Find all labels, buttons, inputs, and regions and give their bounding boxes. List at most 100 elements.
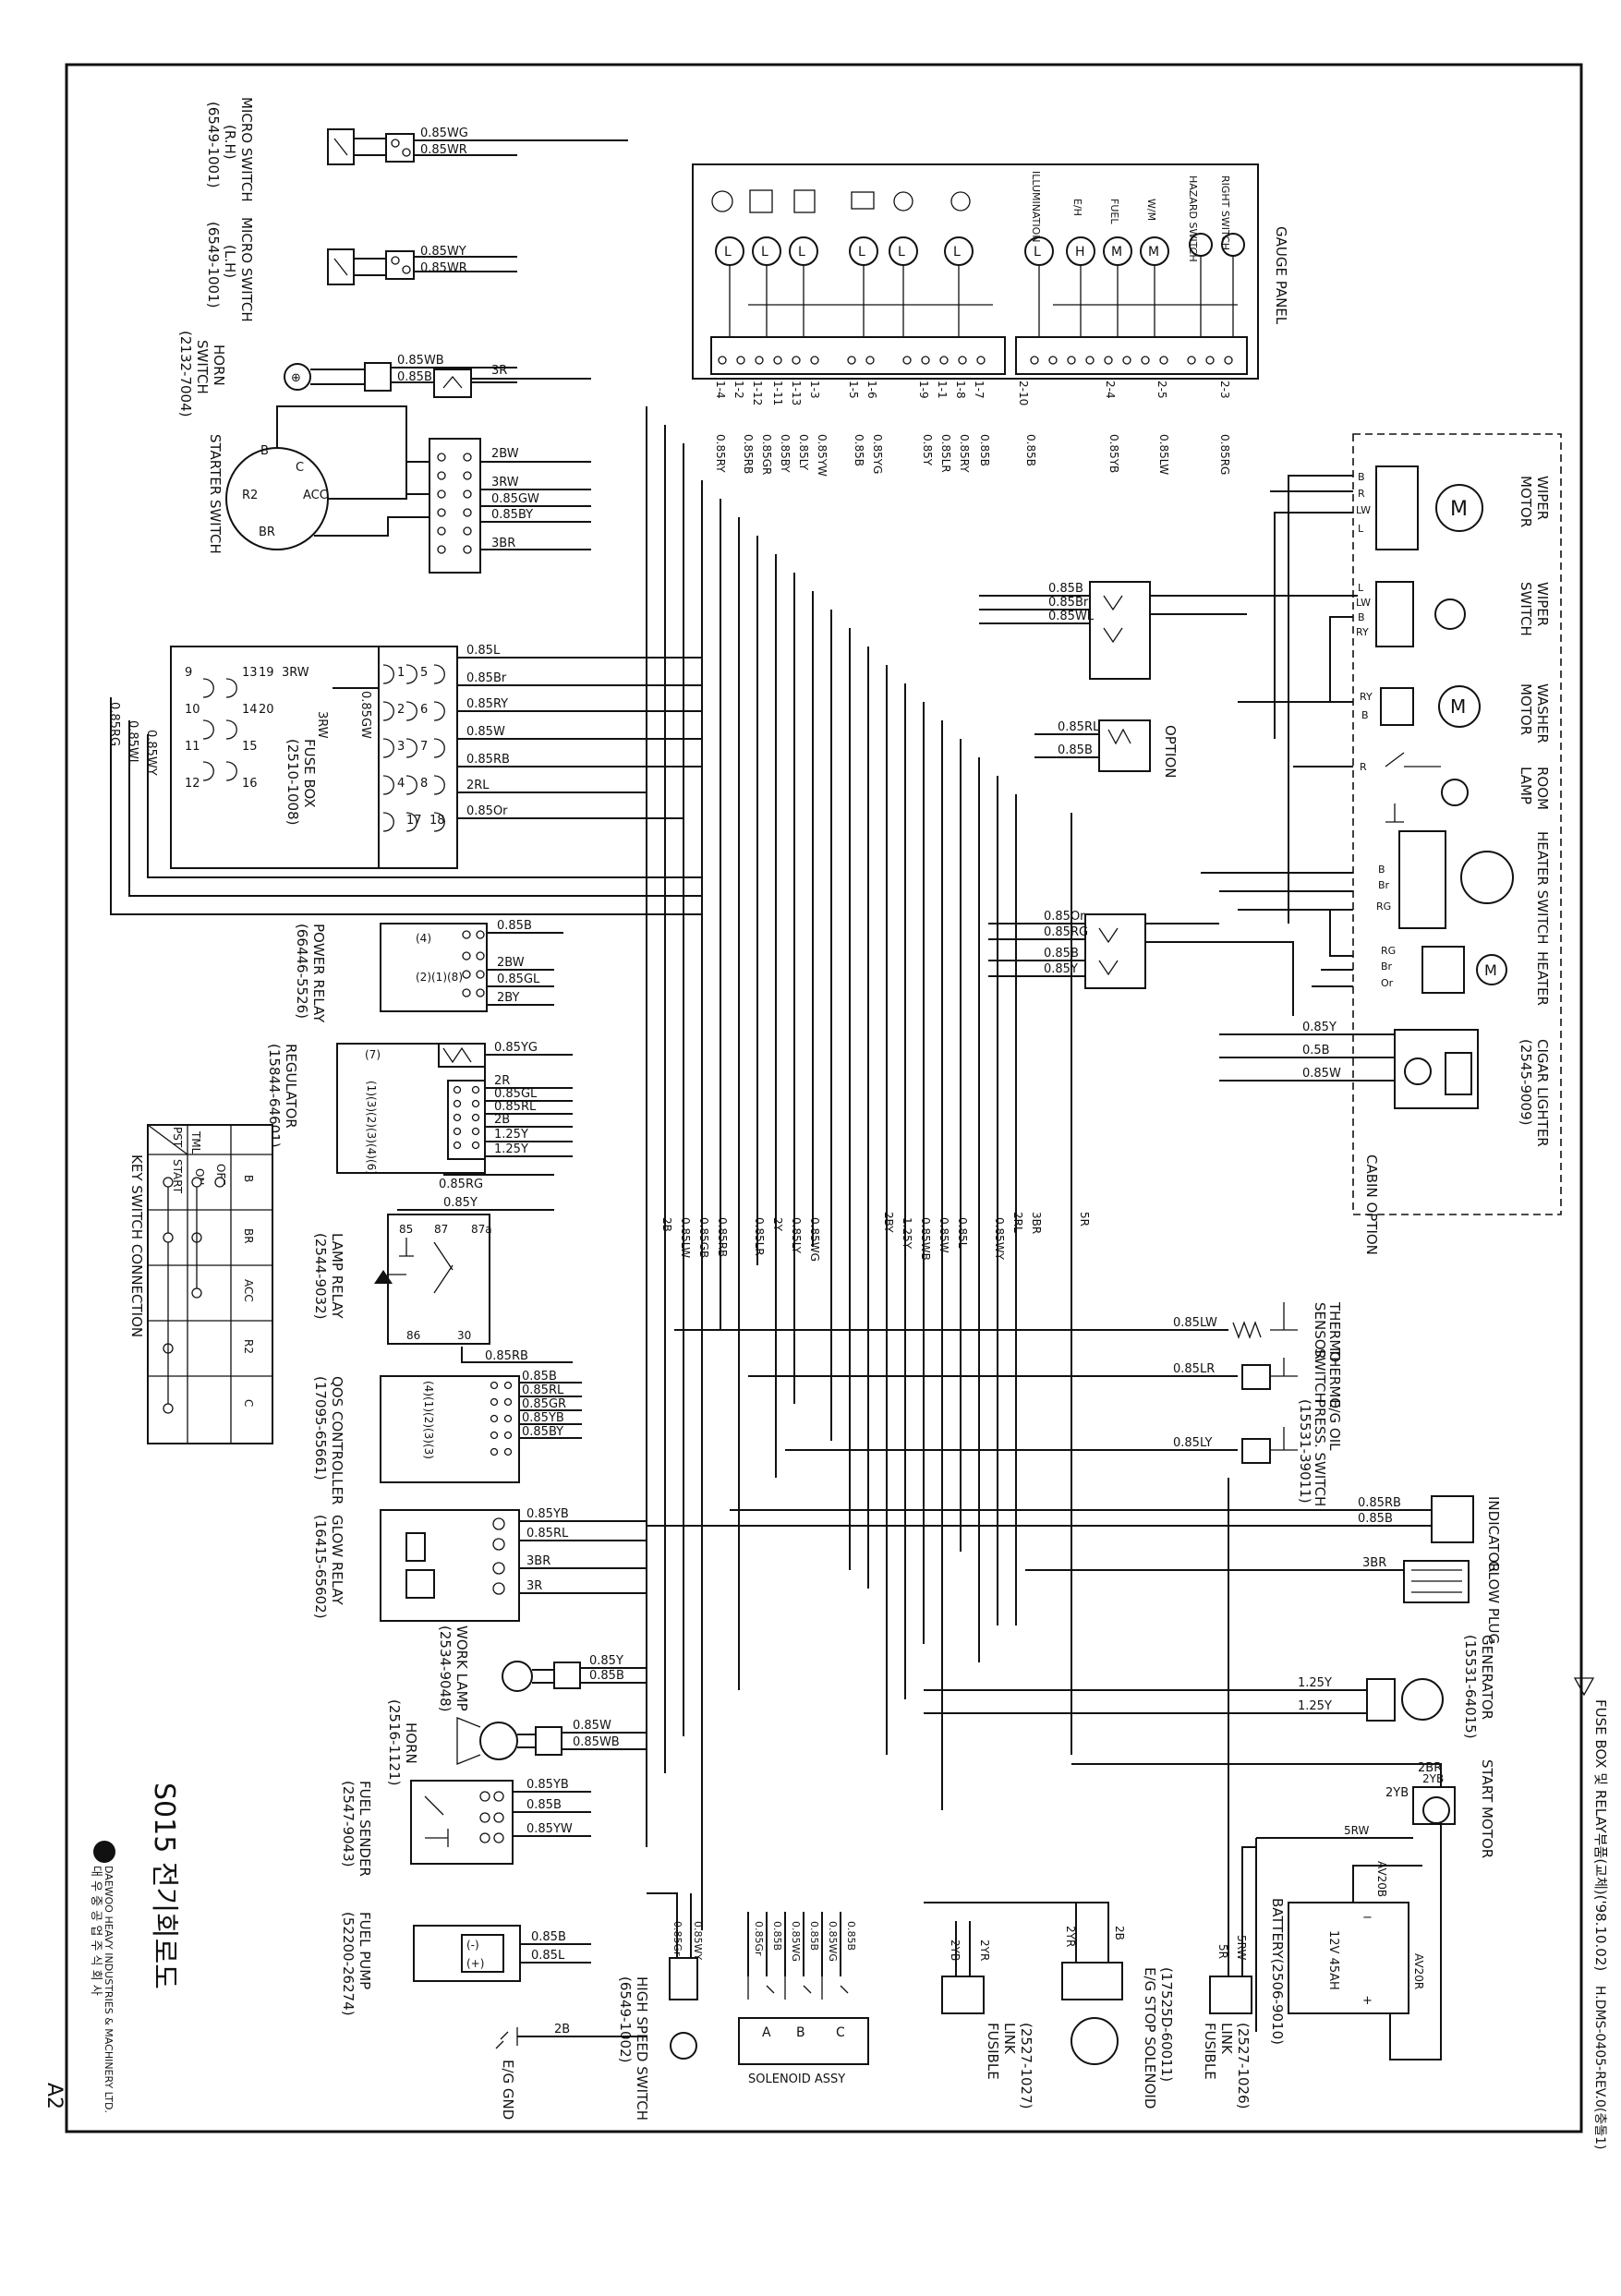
wire-label: 0.85WB	[397, 354, 444, 368]
component-label: (16415-65602)	[312, 1515, 329, 1619]
component-label: GLOW RELAY	[329, 1515, 345, 1606]
fuse-number: 20	[259, 703, 274, 717]
component-label: SWITCH	[194, 340, 211, 394]
wire-label: 0.85Or	[466, 804, 508, 818]
pin-number: 1-8	[954, 381, 967, 399]
wire-label: 3BR	[1362, 1556, 1386, 1570]
terminal-label: RG	[1381, 945, 1396, 957]
component-label: BATTERY(2506-9010)	[1269, 1898, 1286, 2045]
fuse-number: 19	[259, 666, 274, 680]
table-corner: PST	[171, 1127, 184, 1148]
pin-number: 1-1	[936, 381, 949, 399]
component-label: (2534-9048)	[437, 1625, 454, 1711]
svg-text:M: M	[1484, 961, 1497, 979]
terminal-label: Or	[1381, 977, 1394, 989]
fusible-link-2: 5R 5RW FUSIBLE LINK (2527-1026)	[1202, 1478, 1256, 2109]
svg-text:M: M	[1450, 695, 1466, 718]
wire-label: 0.85RB	[742, 434, 755, 474]
pin-number: 2-4	[1104, 381, 1117, 399]
table-header: C	[242, 1399, 255, 1407]
bus-label: 0.85LY	[790, 1217, 803, 1254]
wire-label: 0.85WY	[692, 1921, 704, 1960]
horn: 0.85W 0.85WB HORN (2516-1121)	[386, 1699, 647, 1785]
component-label: INDICATOR	[1485, 1496, 1502, 1573]
component-label: HORN	[403, 1722, 419, 1764]
wire-label: 3RW	[315, 711, 329, 739]
wire-label: 0.85BY	[779, 434, 792, 473]
gauge-label: HAZARD SWITCH	[1187, 175, 1199, 262]
wire-label: 2R	[494, 1074, 510, 1088]
component-label: SOLENOID ASSY	[748, 2072, 845, 2086]
table-row-label: START	[171, 1159, 184, 1194]
indicator-letter: L	[1034, 245, 1041, 260]
component-label: FUSIBLE	[985, 2023, 1001, 2080]
indicator: 0.85RB 0.85B INDICATOR	[647, 1495, 1502, 1573]
wire-label: 0.85W	[573, 1719, 611, 1733]
component-label: (6549-1002)	[617, 1976, 634, 2062]
wire-label: 0.85W	[1302, 1067, 1341, 1081]
title-block: S015 전기회로도 대 우 중 공 업 주 식 회 사 DAEWOO HEAV…	[42, 1782, 180, 2113]
wire-label: 0.85B	[531, 1930, 566, 1944]
wire-label: 0.85RY	[958, 434, 971, 473]
wire-label: 0.85W	[466, 725, 505, 739]
indicator-letter: L	[858, 245, 865, 260]
component-label: (L.H)	[222, 245, 238, 278]
wire-label: 0.5B	[1302, 1044, 1330, 1057]
wire-label: 3R	[491, 364, 507, 378]
relay-pin: 87a	[471, 1223, 492, 1236]
terminal-label: RG	[1376, 900, 1391, 912]
wire-label: 0.85B	[1358, 1512, 1393, 1526]
wire-label: 0.85GL	[494, 1087, 538, 1101]
oil-press-switch: 0.85LY E/G OIL PRESS. SWITCH (15531-3901…	[785, 1399, 1343, 1506]
terminal-label: RY	[1360, 691, 1373, 703]
table-header: TML	[189, 1130, 202, 1154]
component-label: START MOTOR	[1479, 1759, 1495, 1858]
component-label: (2527-1027)	[1018, 2023, 1034, 2109]
solenoid-terminal: B	[796, 2025, 805, 2040]
wire-label: 0.85YW	[816, 434, 829, 477]
bus-label: 0.85LW	[679, 1217, 692, 1258]
indicator-letter: L	[898, 245, 905, 260]
wire-label: 0.85RL	[494, 1100, 537, 1114]
component-label: FUSE BOX	[301, 739, 318, 808]
component-label: SWITCH	[1518, 582, 1534, 636]
indicator-letter: L	[724, 245, 732, 260]
fuse-number: 12	[185, 777, 200, 791]
table-header: BR	[242, 1228, 255, 1244]
thermo-switch: 0.85LR THERMO SWITCH	[748, 1347, 1343, 1408]
component-label: WASHER	[1534, 683, 1551, 743]
company-korean: 대 우 중 공 업 주 식 회 사	[89, 1866, 103, 1996]
wire-label: 0.85RL	[526, 1527, 569, 1541]
wire-label: 0.85YB	[522, 1411, 564, 1425]
component-label: MOTOR	[1518, 683, 1534, 735]
pin-number: 1-13	[790, 381, 803, 405]
component-label: E/G STOP SOLENOID	[1142, 1967, 1158, 2109]
wire-label: 0.85Y	[921, 434, 934, 466]
component-label: (52200-26274)	[340, 1912, 357, 2016]
page-label: A2	[42, 2083, 66, 2109]
wire-label: 0.85YB	[1107, 434, 1120, 473]
svg-text:(4)(1)(2)(3)(3): (4)(1)(2)(3)(3)	[422, 1381, 435, 1459]
wire-label: 0.85RY	[714, 434, 727, 473]
component-label: THERMO	[1326, 1347, 1343, 1408]
component-label: FUEL SENDER	[357, 1781, 373, 1877]
wire-label: 5R	[1216, 1944, 1229, 1959]
wire-label: 2YB	[949, 1940, 962, 1961]
component-label: LINK	[1218, 2023, 1235, 2055]
component-label: E/G OIL	[1326, 1399, 1343, 1451]
panel-title: GAUGE PANEL	[1273, 226, 1289, 325]
component-label: WIPER	[1534, 582, 1551, 626]
component-label: (2510-1008)	[284, 739, 301, 825]
pin-number: 1-12	[751, 381, 764, 405]
middle-wire-bus: 2B 0.85LW 0.85GB 0.85RB 0.85LR 2Y 0.85LY…	[646, 406, 1091, 1930]
pin-number: 2-5	[1155, 381, 1168, 399]
pin-number: 1-3	[808, 381, 821, 399]
wire-label: 0.85YB	[526, 1778, 569, 1792]
wire-label: 0.85WL	[1048, 610, 1095, 623]
pin-number: 2-10	[1017, 381, 1030, 405]
component-label: (2516-1121)	[386, 1699, 403, 1785]
fuse-number: 14	[242, 703, 258, 717]
component-label: (2544-9032)	[312, 1233, 329, 1319]
wire-label: 3R	[526, 1579, 542, 1593]
wire-label: 3RW	[282, 666, 309, 680]
